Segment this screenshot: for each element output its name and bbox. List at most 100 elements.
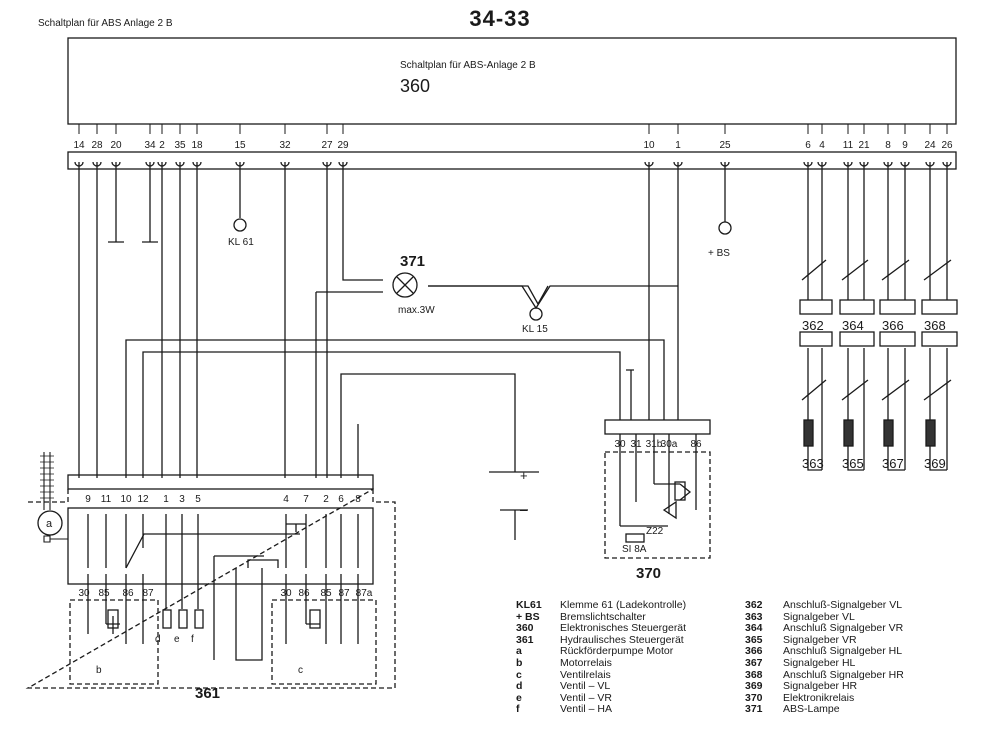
legend-text: Motorrelais bbox=[560, 656, 612, 669]
relay-b-label: b bbox=[96, 665, 102, 676]
sensor-plug-box bbox=[799, 331, 833, 347]
control-unit-title: Schaltplan für ABS-Anlage 2 B bbox=[400, 60, 536, 71]
legend-code: 365 bbox=[745, 633, 763, 646]
legend-row: c Ventilrelais bbox=[516, 668, 686, 682]
legend-text: ABS-Lampe bbox=[783, 703, 840, 716]
control-unit-connector bbox=[67, 151, 957, 170]
legend-text: Elektronisches Steuergerät bbox=[560, 622, 687, 635]
sensor-plug-box bbox=[921, 331, 958, 347]
hydraulic-pin-label: 5 bbox=[195, 494, 201, 505]
bs-terminal-icon bbox=[718, 221, 732, 235]
shield-mark bbox=[841, 259, 869, 401]
hydraulic-pin-label: 12 bbox=[137, 494, 149, 505]
battery: + – bbox=[489, 455, 539, 540]
control-unit-pin-label: 27 bbox=[321, 140, 333, 151]
legend-text: Klemme 61 (Ladekontrolle) bbox=[560, 599, 687, 611]
hydraulic-pin-label: 4 bbox=[283, 494, 289, 505]
sensor-plug-box bbox=[839, 331, 875, 347]
legend-text: Signalgeber VR bbox=[783, 633, 857, 646]
legend-code: 366 bbox=[745, 645, 763, 658]
hydraulic-pin-label: 11 bbox=[101, 494, 112, 505]
motor-label: a bbox=[46, 518, 53, 530]
relay-370-connector bbox=[604, 419, 711, 435]
sensor-connector-box bbox=[799, 299, 833, 315]
sensor-label: 363 bbox=[802, 456, 824, 471]
control-unit-pin-label: 35 bbox=[174, 140, 186, 151]
control-unit-pin-label: 18 bbox=[191, 140, 203, 151]
legend-row: 369 Signalgeber HR bbox=[745, 681, 904, 693]
legend-row: 363 Signalgeber VL bbox=[745, 610, 904, 624]
sensor-plug-box bbox=[879, 331, 916, 347]
sensor-connector-box bbox=[879, 299, 916, 315]
valve-d-label: d bbox=[155, 634, 161, 645]
kl15-terminal-icon bbox=[529, 307, 543, 321]
legend-code: 363 bbox=[745, 610, 763, 623]
hydraulic-pin-label: 7 bbox=[303, 494, 309, 505]
control-unit-pin-label: 4 bbox=[819, 140, 825, 151]
legend-code: e bbox=[516, 691, 522, 704]
valve-relay-c-box bbox=[271, 599, 377, 685]
control-unit-pin-label: 28 bbox=[91, 140, 103, 151]
hydraulic-pin-label: 9 bbox=[85, 494, 91, 505]
pump-motor-icon bbox=[37, 510, 63, 536]
legend-code: c bbox=[516, 668, 522, 681]
sensor-connector-label: 362 bbox=[802, 318, 824, 333]
sensor-coil-icon bbox=[843, 419, 854, 447]
legend-text: Anschluß Signalgeber HR bbox=[783, 668, 904, 681]
header-caption: Schaltplan für ABS Anlage 2 B bbox=[38, 18, 173, 29]
sensor-label: 365 bbox=[842, 456, 864, 471]
control-unit-box bbox=[67, 37, 957, 125]
legend-code: 361 bbox=[516, 633, 534, 646]
sensor-connector-box bbox=[839, 299, 875, 315]
relay-b-pin-label: 85 bbox=[98, 588, 110, 599]
legend-text: Ventil – VL bbox=[560, 680, 611, 693]
legend-code: 368 bbox=[745, 668, 763, 681]
diode-label: Z22 bbox=[646, 526, 664, 537]
valve-f-label: f bbox=[191, 634, 194, 645]
relay-c-coil bbox=[309, 609, 321, 629]
sensor-label: 369 bbox=[924, 456, 946, 471]
legend-text: Rückförderpumpe Motor bbox=[560, 645, 674, 658]
page-number: 34-33 bbox=[469, 6, 531, 31]
legend-code: 360 bbox=[516, 622, 534, 635]
relay-b-pin-label: 87 bbox=[142, 588, 154, 599]
sensor-connector-box bbox=[921, 299, 958, 315]
relay-c-pin-label: 87 bbox=[338, 588, 350, 599]
legend-code: 364 bbox=[745, 622, 763, 635]
legend-text: Signalgeber HL bbox=[783, 656, 856, 669]
sensor-coil-icon bbox=[803, 419, 814, 447]
control-unit-pin-label: 8 bbox=[885, 140, 891, 151]
legend-text: Signalgeber VL bbox=[783, 610, 855, 623]
bs-label: + BS bbox=[708, 248, 730, 259]
terminals: KL 61 + BS KL 15 bbox=[228, 218, 732, 335]
main-wiring bbox=[78, 162, 948, 478]
control-unit-pin-label: 11 bbox=[843, 140, 854, 151]
hydraulic-pin-label: 1 bbox=[163, 494, 169, 505]
relay-b-coil bbox=[107, 609, 119, 629]
abs-lamp-371: 371 max.3W bbox=[392, 253, 435, 316]
control-unit-pin-label: 32 bbox=[279, 140, 291, 151]
legend-text: Bremslichtschalter bbox=[560, 610, 646, 623]
control-unit-number: 360 bbox=[400, 76, 430, 96]
legend-code: 367 bbox=[745, 656, 763, 669]
control-unit-pin-label: 34 bbox=[144, 140, 156, 151]
legend-code: + BS bbox=[516, 610, 540, 623]
legend-text: Ventilrelais bbox=[560, 668, 611, 681]
shield-mark bbox=[801, 259, 827, 401]
hydraulic-connector bbox=[67, 474, 374, 490]
valve-e-icon bbox=[178, 609, 188, 629]
hydraulic-unit-box bbox=[25, 487, 396, 689]
legend-code: 369 bbox=[745, 680, 763, 693]
sensor-connector-label: 368 bbox=[924, 318, 946, 333]
legend-text: Signalgeber HR bbox=[783, 680, 858, 693]
relay-c-label: c bbox=[298, 665, 303, 676]
valve-d-icon bbox=[162, 609, 172, 629]
